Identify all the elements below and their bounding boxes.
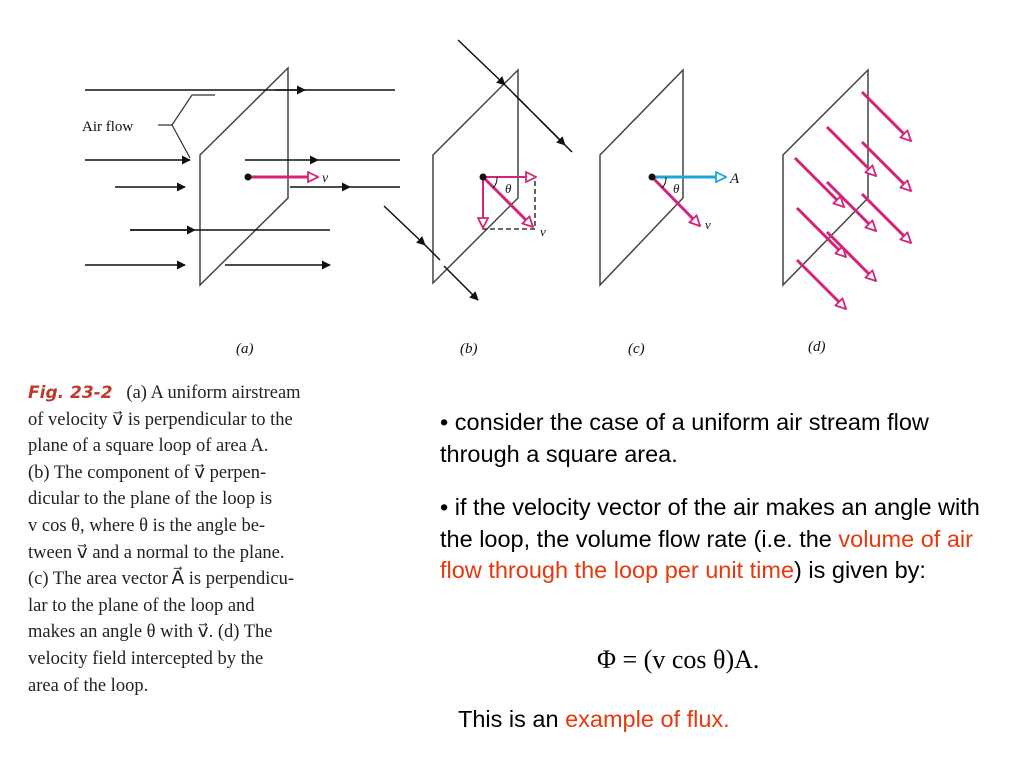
caption-line: tween v⃗ and a normal to the plane. <box>28 542 285 563</box>
caption-line: plane of a square loop of area A. <box>28 436 269 457</box>
caption-line: of velocity v⃗ is perpendicular to the <box>28 409 293 430</box>
velocity-vector-c <box>650 175 700 226</box>
panel-label-d: (d) <box>808 339 826 355</box>
caption-line: makes an angle θ with v⃗. (d) The <box>28 622 273 643</box>
figure-label: Fig. 23-2 <box>28 383 113 403</box>
flux-note-text: This is an <box>458 706 566 732</box>
caption-text: (a) A uniform airstream <box>126 383 301 403</box>
v-label-b: v⃗ <box>540 224 556 239</box>
bullet-text: ) is given by: <box>794 557 926 583</box>
panel-c-diagram: θ A⃗ v⃗ <box>599 68 751 287</box>
highlighted-phrase: volume of air flow through the loop per … <box>440 525 973 584</box>
caption-line: (c) The area vector A⃗ is perpendicu- <box>28 569 295 590</box>
bullet-text: • if the velocity vector of the air make… <box>440 494 980 552</box>
flux-note: This is an example of flux. <box>458 706 730 733</box>
panel-a-diagram: Air flow v⃗ <box>82 66 400 287</box>
panel-label-a: (a) <box>236 341 254 357</box>
flux-equation: Φ = (v cos θ)A. <box>597 645 760 674</box>
caption-line: dicular to the plane of the loop is <box>28 489 273 510</box>
panel-d-diagram <box>782 68 911 309</box>
caption-line: area of the loop. <box>28 675 149 696</box>
caption-line: v cos θ, where θ is the angle be- <box>28 515 266 536</box>
v-label-c: v⃗ <box>705 217 721 232</box>
panel-label-b: (b) <box>460 341 478 357</box>
loop-d <box>782 68 869 287</box>
caption-line-1: Fig. 23-2 (a) A uniform airstream <box>28 380 398 407</box>
bullet-volume-flow-rate: • if the velocity vector of the air make… <box>440 492 980 587</box>
panel-b-diagram: θ v⃗ <box>383 39 573 301</box>
airflow-label: Air flow <box>82 119 133 135</box>
velocity-vector-b <box>481 175 533 227</box>
theta-label-c: θ <box>673 181 680 196</box>
bullet-uniform-airstream: • consider the case of a uniform air str… <box>440 409 929 467</box>
caption-line: lar to the plane of the loop and <box>28 595 255 616</box>
caption-line: velocity field intercepted by the <box>28 648 264 669</box>
panel-label-c: (c) <box>628 341 645 357</box>
figure-23-2: Air flow v⃗ θ v⃗ θ A⃗ v⃗ <box>82 39 1024 357</box>
loop-c <box>599 68 684 287</box>
airflow-bracket <box>158 94 215 126</box>
flux-note-highlight: example of flux. <box>565 706 730 732</box>
figure-caption: Fig. 23-2 (a) A uniform airstream of vel… <box>28 380 398 699</box>
v-label-a: v⃗ <box>322 171 339 186</box>
theta-label-b: θ <box>505 181 512 196</box>
caption-line: (b) The component of v⃗ perpen- <box>28 462 267 483</box>
a-label-c: A⃗ <box>729 171 751 187</box>
loop-a <box>199 66 289 287</box>
loop-b <box>432 68 519 285</box>
